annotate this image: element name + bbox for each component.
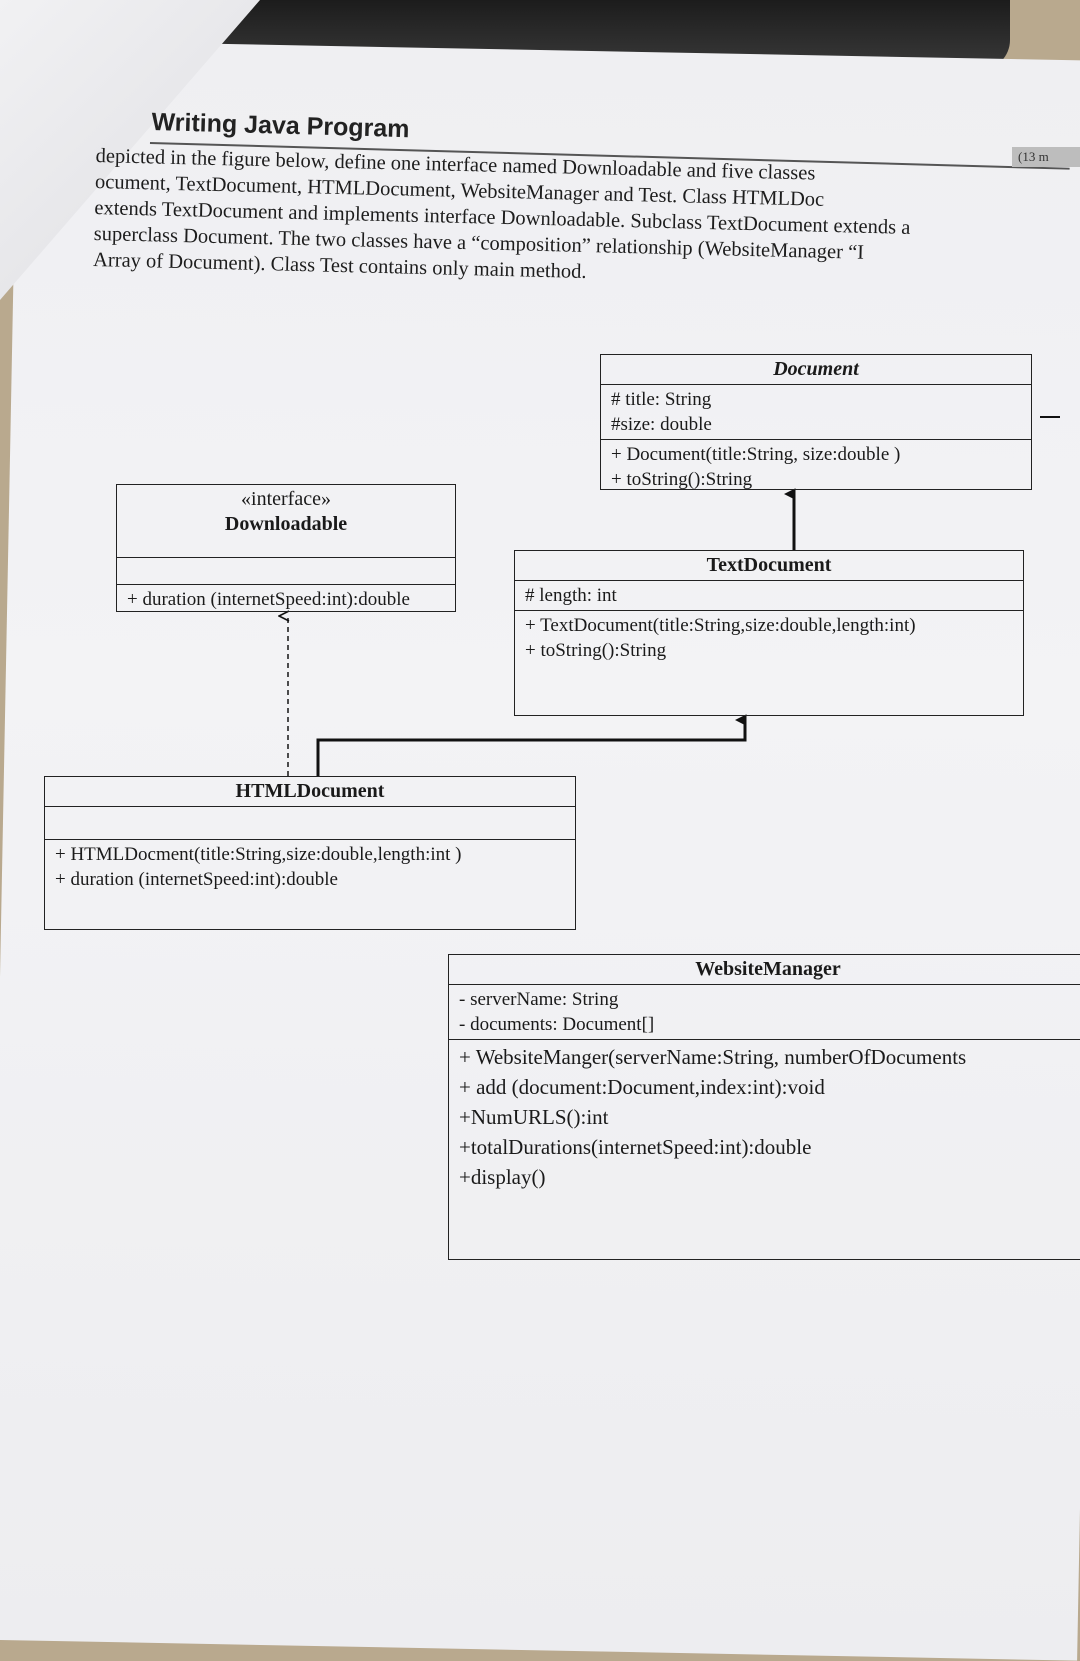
stereotype: «interface»: [241, 488, 331, 510]
class-name: HTMLDocument: [45, 777, 575, 807]
class-name: WebsiteManager: [449, 955, 1080, 985]
class-name-section: «interface» Downloadable: [117, 485, 455, 558]
uml-connectors: [0, 416, 1060, 776]
class-websitemanager: WebsiteManager - serverName: String - do…: [448, 954, 1080, 1260]
attributes-section: [45, 807, 575, 840]
attribute: #size: double: [611, 414, 712, 435]
document-page: Writing Java Program (13 m depicted in t…: [0, 108, 1080, 1260]
constructor: + HTMLDocment(title:String,size:double,l…: [55, 844, 462, 865]
method: + duration (internetSpeed:int):double: [55, 869, 338, 890]
generalization-htmldocument-to-textdocument: [316, 720, 747, 776]
attribute: # length: int: [525, 585, 617, 606]
attributes-section: - serverName: String - documents: Docume…: [449, 985, 1080, 1040]
class-name: Downloadable: [224, 513, 348, 535]
constructor: + TextDocument(title:String,size:double,…: [525, 615, 916, 636]
class-htmldocument: HTMLDocument + HTMLDocment(title:String,…: [44, 776, 576, 930]
attribute: - documents: Document[]: [459, 1014, 655, 1035]
method: + add (document:Document,index:int):void: [459, 1075, 825, 1099]
class-document: Document # title: String #size: double +…: [600, 354, 1032, 490]
methods-section: + TextDocument(title:String,size:double,…: [515, 611, 1023, 665]
methods-section: + Document(title:String, size:double ) +…: [601, 440, 1031, 494]
class-name: Document: [601, 355, 1031, 385]
attributes-section: # title: String #size: double: [601, 385, 1031, 440]
class-textdocument: TextDocument # length: int + TextDocumen…: [514, 550, 1024, 716]
methods-section: + duration (internetSpeed:int):double: [117, 585, 455, 614]
marks-label: (13 m: [1012, 147, 1080, 167]
method: +NumURLS():int: [459, 1105, 609, 1129]
method: +display(): [459, 1165, 546, 1189]
attribute: # title: String: [611, 389, 712, 410]
interface-downloadable: «interface» Downloadable + duration (int…: [116, 484, 456, 612]
method: +totalDurations(internetSpeed:int):doubl…: [459, 1135, 812, 1159]
attribute: - serverName: String: [459, 989, 619, 1010]
method: + toString():String: [525, 640, 667, 661]
attributes-section: [117, 558, 455, 585]
methods-section: + WebsiteManger(serverName:String, numbe…: [449, 1040, 1080, 1194]
method: + duration (internetSpeed:int):double: [127, 589, 410, 610]
constructor: + Document(title:String, size:double ): [611, 444, 901, 465]
attributes-section: # length: int: [515, 581, 1023, 611]
method: + toString():String: [611, 469, 753, 490]
constructor: + WebsiteManger(serverName:String, numbe…: [459, 1045, 967, 1069]
class-name: TextDocument: [515, 551, 1023, 581]
methods-section: + HTMLDocment(title:String,size:double,l…: [45, 840, 575, 894]
